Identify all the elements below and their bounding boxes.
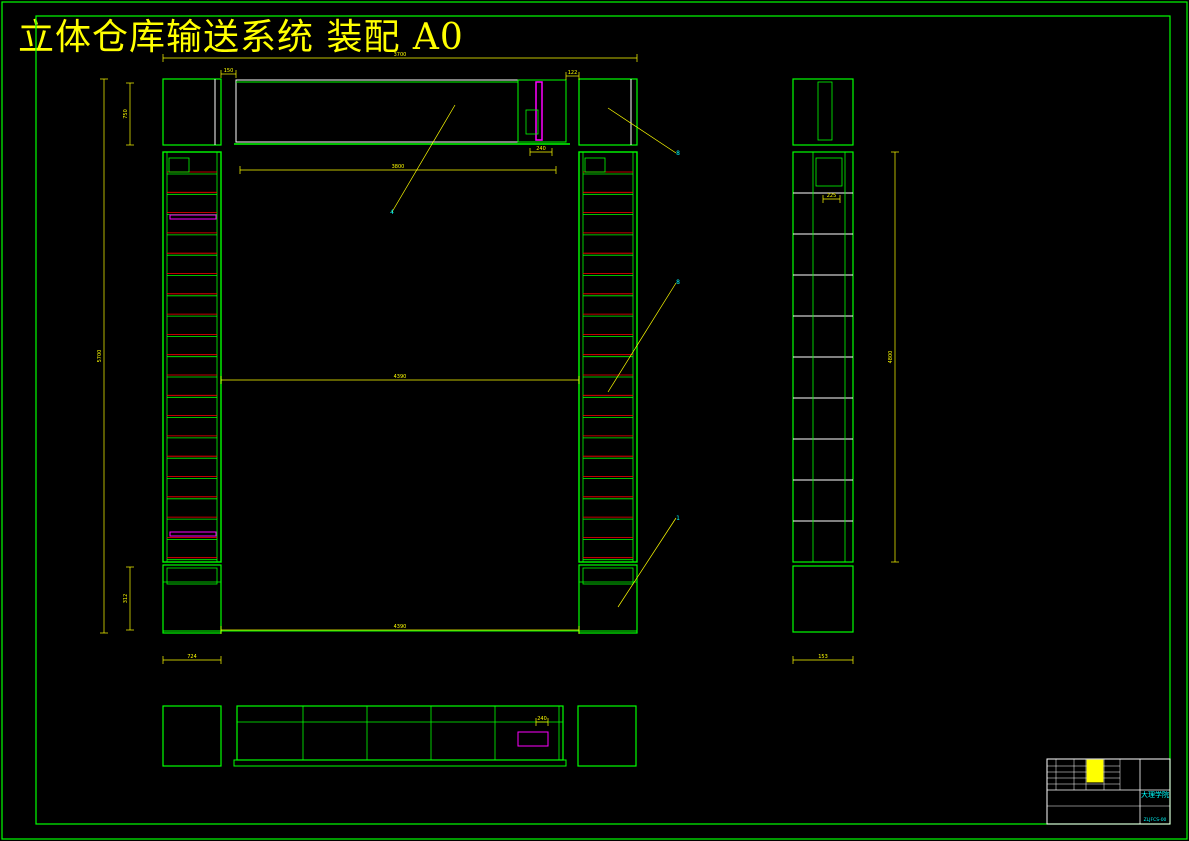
column-top-box xyxy=(162,78,222,146)
top-conveyor-body xyxy=(235,79,519,143)
dim-motor-gap-label: 240 xyxy=(536,146,546,152)
dim-bottom-width-label: 724 xyxy=(187,654,197,660)
dim-bottom-span-label: 4390 xyxy=(394,624,407,630)
leader-line xyxy=(617,517,677,608)
dim-side-height-label: 4800 xyxy=(888,351,894,364)
top-motor xyxy=(525,109,539,135)
part-label: 8 xyxy=(676,150,680,157)
side-top-drive xyxy=(817,81,833,141)
plan-right-box xyxy=(577,705,637,767)
drawing-title: 立体仓库输送系统 装配 A0 xyxy=(18,17,464,58)
column-bottom-box xyxy=(578,564,638,634)
plan-base xyxy=(233,759,567,767)
leader-line xyxy=(607,282,677,393)
plan-conveyor xyxy=(236,705,564,761)
dim-bottom-height-label: 312 xyxy=(123,594,129,604)
title-block-school: 大理学院 xyxy=(1141,790,1169,799)
plan-view xyxy=(162,705,637,767)
top-drive-unit xyxy=(517,79,567,143)
plan-left-box xyxy=(162,705,222,767)
column-bottom-box xyxy=(162,564,222,634)
title-block-drawing-no: ZLJFCS-00 xyxy=(1144,817,1167,823)
dim-conveyor-label: 3800 xyxy=(392,164,405,170)
dim-inner-span-label: 4390 xyxy=(394,374,407,380)
title-block-frame xyxy=(1046,758,1171,825)
plan-drive-accent xyxy=(517,731,549,747)
left-accent-plate xyxy=(169,214,217,220)
title-block: 大理学院 ZLJFCS-00 xyxy=(1046,758,1171,825)
column-motor-box xyxy=(168,157,190,173)
dim-left-height-label: 5700 xyxy=(97,350,103,363)
side-bottom-box xyxy=(792,565,854,633)
column-bottom-drive xyxy=(166,567,218,585)
left-column xyxy=(162,78,222,634)
column-motor-box xyxy=(584,157,606,173)
dim-top-right-label: 122 xyxy=(568,70,578,76)
inner-frame xyxy=(35,15,1171,825)
side-motor xyxy=(815,157,843,187)
side-view xyxy=(792,78,854,633)
dim-top-span-label: 3700 xyxy=(394,52,407,58)
part-label: 1 xyxy=(676,515,680,522)
main-views xyxy=(162,78,854,767)
left-accent-plate-lower xyxy=(169,531,217,537)
part-labels: 4 8 8 1 xyxy=(390,104,680,608)
dim-side-small-label: 225 xyxy=(827,193,837,199)
leader-line xyxy=(607,107,677,154)
dim-side-width-label: 153 xyxy=(818,654,828,660)
side-top-box xyxy=(792,78,854,146)
part-label: 8 xyxy=(676,279,680,286)
leader-line xyxy=(391,104,456,213)
column-top-box xyxy=(578,78,638,146)
right-column xyxy=(578,78,638,634)
column-bottom-drive xyxy=(582,567,634,585)
dim-top-height-label: 750 xyxy=(123,109,129,119)
dim-top-left-label: 150 xyxy=(224,68,234,74)
dim-plan-small-label: 240 xyxy=(537,716,547,722)
part-label: 4 xyxy=(390,209,394,216)
top-drive-accent xyxy=(535,81,543,141)
title-block-mark xyxy=(1086,759,1104,783)
